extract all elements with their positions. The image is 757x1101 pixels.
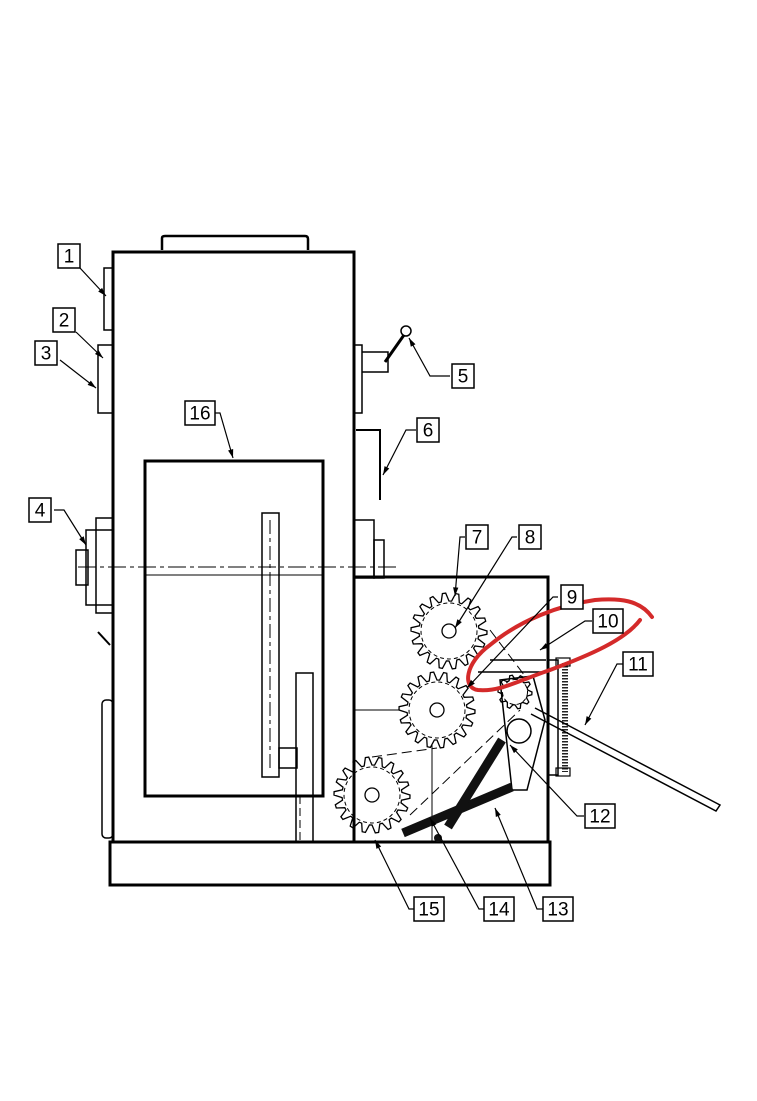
handle-rod [530,707,722,812]
leader-line [54,509,87,546]
callout-number: 12 [589,807,610,828]
machine-body [75,234,722,887]
arrowhead-icon [79,536,86,545]
callout-number: 3 [41,344,52,365]
callout-number: 2 [59,311,70,332]
callout-number: 9 [567,588,578,609]
leader-line [509,744,584,817]
springs [401,657,571,838]
callout-number: 1 [64,247,75,268]
leader-line [408,337,450,377]
callout-14: 14 [429,817,515,922]
callout-10: 10 [539,608,624,651]
base-frame [108,840,552,887]
callout-number: 11 [628,655,648,676]
leader-line [429,817,484,910]
arrowhead-icon [495,808,501,817]
callout-number: 8 [525,528,536,549]
arrowhead-icon [375,840,382,849]
callout-8: 8 [454,524,542,629]
arrowhead-icon [87,380,96,388]
sprocket-gear [398,671,476,749]
sprocket-gear [410,592,488,670]
leader-line [584,663,624,726]
callout-16: 16 [184,400,234,459]
leader-line [466,596,558,689]
arrowhead-icon [430,818,437,827]
arrowhead-icon [585,716,592,725]
callout-12: 12 [509,744,616,829]
lever-knob [400,325,412,337]
arrowhead-icon [510,745,518,754]
arrowhead-icon [453,587,459,596]
callout-number: 15 [418,900,439,921]
callout-number: 13 [547,900,568,921]
callout-4: 4 [28,497,87,546]
callout-3: 3 [34,340,97,389]
callout-6: 6 [382,417,440,476]
leader-line [494,807,543,910]
arrowhead-icon [228,449,234,458]
callout-1: 1 [57,243,107,297]
callout-number: 6 [423,421,434,442]
gears [333,592,533,834]
leader-line [454,536,465,597]
callout-15: 15 [374,839,445,922]
leader-line [454,536,517,629]
leader-line [382,429,416,476]
callout-7: 7 [453,524,489,597]
red-annotation-loop [466,597,654,693]
sprocket-gear [333,756,411,834]
arrowhead-icon [409,338,416,347]
leader-line [374,839,414,910]
arrowhead-icon [383,466,390,475]
leader-line [539,620,592,651]
leader-line [214,412,234,459]
callout-9: 9 [466,584,584,689]
arrowhead-icon [540,643,549,650]
callout-number: 5 [458,367,469,388]
callout-number: 14 [488,900,510,921]
arrowhead-icon [98,287,106,296]
callout-11: 11 [584,651,654,726]
callout-number: 7 [472,528,483,549]
arrowhead-icon [94,350,103,358]
arrowhead-icon [467,679,475,688]
callout-number: 16 [189,404,210,425]
inspection-window [143,459,325,798]
callout-number: 10 [597,612,618,633]
callout-13: 13 [494,807,574,922]
callout-number: 4 [35,501,46,522]
arrowhead-icon [455,619,462,628]
callout-5: 5 [408,337,475,389]
callout-2: 2 [52,307,104,359]
